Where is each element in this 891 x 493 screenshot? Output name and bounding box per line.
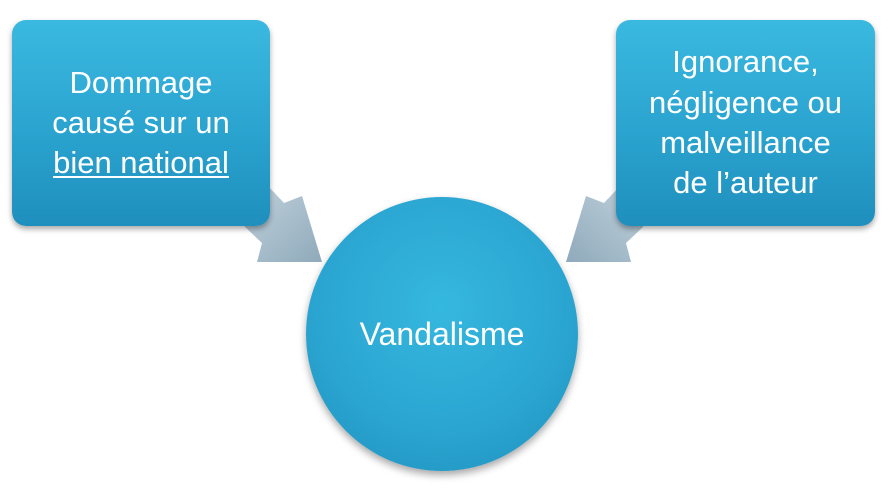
- cause-box-damage-line: causé sur un: [52, 104, 230, 140]
- cause-box-intent-line: malveillance: [660, 125, 831, 160]
- cause-box-intent-line: négligence ou: [648, 84, 843, 120]
- cause-box-intent-text: Ignorance, négligence ou malveillance de…: [649, 42, 842, 203]
- center-circle-label: Vandalisme: [359, 315, 525, 352]
- cause-box-damage: Dommage causé sur un bien national: [12, 20, 270, 226]
- center-circle-vandalisme: Vandalisme: [306, 197, 578, 471]
- cause-box-intent: Ignorance, négligence ou malveillance de…: [616, 20, 875, 226]
- cause-box-damage-text: Dommage causé sur un bien national: [52, 63, 230, 184]
- cause-box-damage-line-underlined: bien national: [53, 145, 229, 181]
- cause-box-damage-line: Dommage: [69, 64, 213, 100]
- cause-box-intent-line: Ignorance,: [672, 44, 819, 80]
- cause-box-intent-line: de l’auteur: [673, 165, 818, 201]
